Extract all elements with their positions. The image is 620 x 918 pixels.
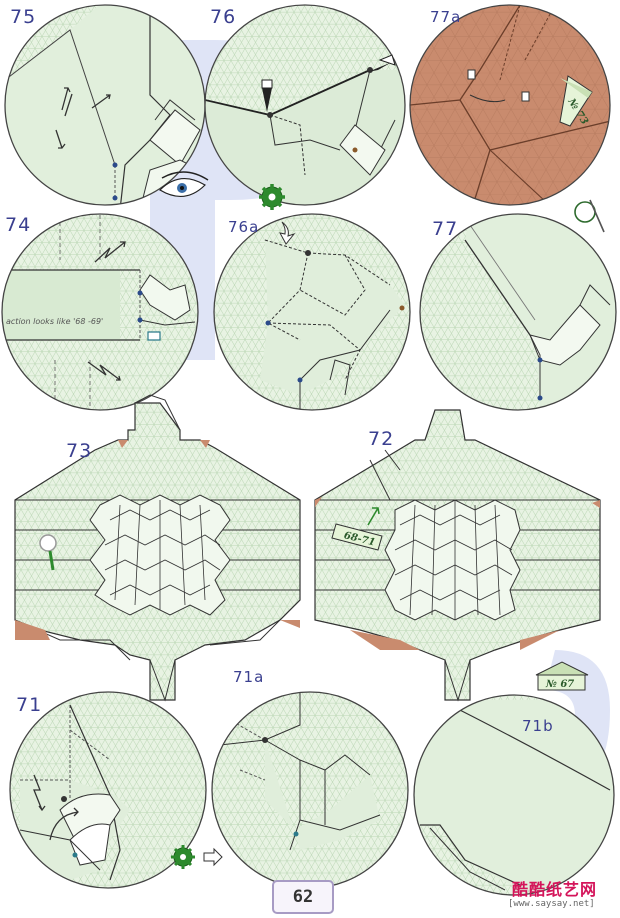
step-number-77: 77 [432, 218, 459, 240]
step-76a-circle [214, 214, 410, 410]
watermark-text: 酷酷纸艺网 [512, 880, 598, 899]
step-77-circle [420, 214, 616, 410]
step-73-form [14, 394, 301, 702]
rotate-icon [574, 199, 605, 233]
step-number-73: 73 [66, 440, 93, 462]
gear-icon [259, 184, 285, 210]
step-77a-circle [410, 5, 610, 205]
step-71b-circle [414, 695, 614, 895]
push-arrow-icon [261, 54, 396, 112]
step-number-71b: 71b [522, 717, 554, 735]
step-75-circle [5, 5, 205, 205]
step-number-76a: 76a [228, 218, 260, 236]
step-71-circle [10, 692, 206, 888]
step-number-75: 75 [10, 6, 37, 28]
step-number-71a: 71a [233, 668, 265, 686]
action-note: action looks like '68 -69' [6, 317, 103, 326]
eye-icon [159, 171, 209, 197]
step-71a-circle [212, 692, 408, 888]
step-number-77a: 77a [430, 8, 462, 26]
step-76a-arrow-icon [279, 221, 296, 245]
magnifier-icon [39, 534, 57, 571]
step-72-form [314, 409, 601, 702]
step-number-76: 76 [210, 6, 237, 28]
gear-icon-small [171, 845, 195, 869]
watermark-url: [www.saysay.net] [508, 899, 595, 909]
svg-text:№ 67: № 67 [545, 679, 574, 690]
step-74-circle: action looks like '68 -69' [2, 214, 198, 410]
step-number-72: 72 [368, 428, 395, 450]
step-number-74: 74 [5, 214, 32, 236]
reference-tag-67: № 67 [535, 661, 589, 691]
reference-tag-73: № 73 [559, 75, 593, 127]
step-76-circle [205, 5, 405, 205]
next-arrow-icon [203, 847, 223, 867]
page-number: 62 [272, 880, 334, 914]
step-number-71: 71 [16, 694, 43, 716]
